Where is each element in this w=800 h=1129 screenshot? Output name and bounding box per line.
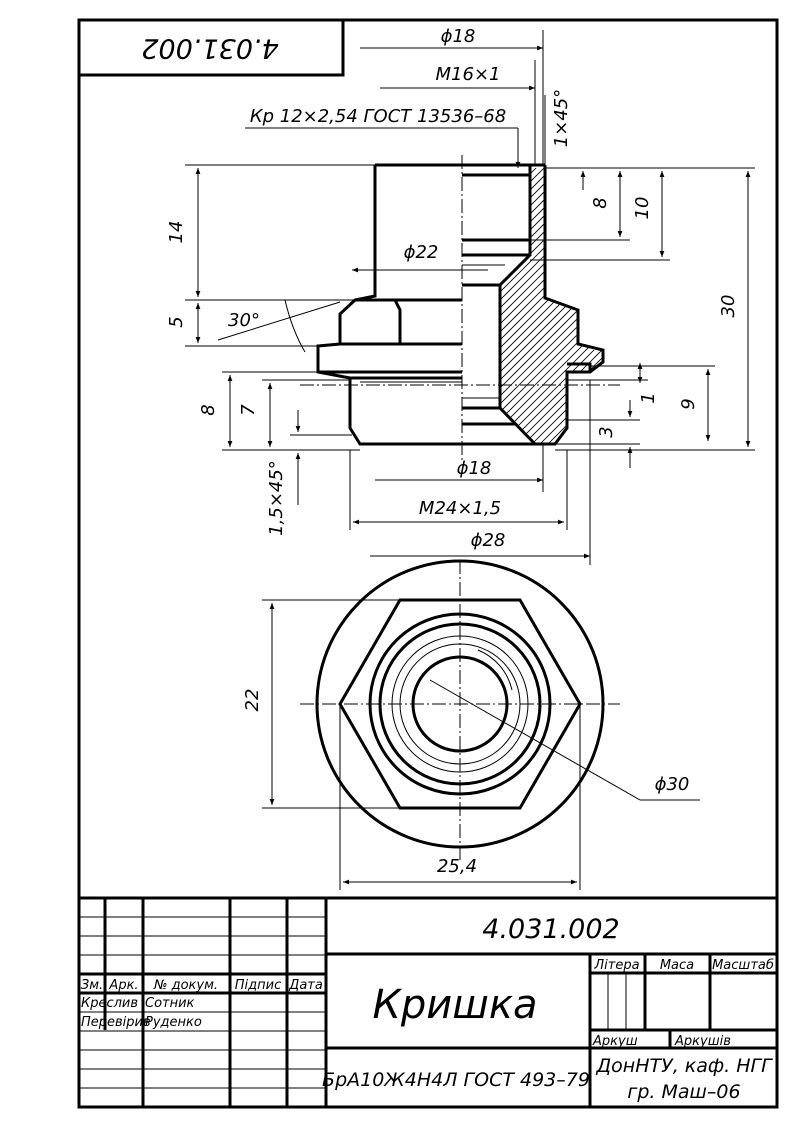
dim-v30: 30	[718, 295, 739, 318]
col-header-data: Дата	[288, 978, 323, 993]
hatch-line	[500, 168, 603, 444]
dim-d30: ϕ30	[655, 774, 690, 795]
hatch-line	[764, 160, 800, 460]
top-view	[300, 559, 620, 860]
hatch-line	[500, 168, 603, 444]
hatch-line	[500, 168, 603, 444]
hatch-line	[500, 168, 603, 444]
dim-v14: 14	[166, 221, 187, 244]
hatch-line	[500, 168, 603, 444]
hatch-line	[500, 168, 603, 444]
hatch-line	[500, 168, 603, 444]
hatch-line	[500, 168, 593, 444]
dim-d18-top: ϕ18	[441, 26, 476, 47]
corner-code-box: 4.031.002	[77, 18, 345, 77]
drawing-frame	[77, 18, 779, 1109]
front-view-dimensions: ϕ18 M16×1 Кр 12×2,54 ГОСТ 13536–68 1×45°…	[166, 26, 755, 565]
hatch-line	[500, 168, 603, 444]
material: БрА10Ж4Н4Л ГОСТ 493–79	[322, 1069, 590, 1091]
title-block: Зм. Арк. № докум. Підпис Дата Креслив Со…	[79, 896, 777, 1107]
hatch-line	[700, 160, 800, 460]
hatch-line	[500, 168, 561, 444]
section-hatching	[180, 160, 800, 460]
hatch-line	[500, 168, 603, 444]
dim-v7: 7	[238, 404, 259, 416]
col-header-doc: № докум.	[153, 978, 218, 993]
org-line-1: ДонНТУ, каф. НГГ	[595, 1055, 773, 1077]
front-view	[180, 155, 800, 460]
row-checker-label: Перевірив	[81, 1015, 151, 1030]
hatch-line	[500, 168, 585, 444]
hatch-line	[500, 168, 603, 444]
dim-v22: 22	[242, 689, 263, 712]
dim-d22: ϕ22	[404, 242, 439, 263]
col-header-pidpys: Підпис	[235, 978, 281, 993]
dim-v1: 1	[638, 392, 659, 403]
dim-d18-bottom: ϕ18	[457, 458, 492, 479]
dim-v9: 9	[678, 398, 699, 409]
label-litera: Літера	[593, 958, 639, 973]
corner-code-text: 4.031.002	[141, 33, 278, 64]
hatch-line	[180, 160, 480, 460]
hatch-line	[515, 168, 603, 444]
hatch-line	[628, 160, 800, 460]
hatch-line	[595, 168, 603, 444]
dim-w254: 25,4	[437, 856, 477, 877]
label-masshtab: Масштаб	[712, 958, 774, 973]
hatch-line	[740, 160, 800, 460]
hatch-line	[500, 168, 521, 444]
dim-kr: Кр 12×2,54 ГОСТ 13536–68	[250, 106, 506, 127]
hatch-line	[500, 168, 603, 444]
hatch-line	[500, 168, 603, 444]
hatch-line	[500, 168, 529, 444]
dim-ang30: 30°	[228, 310, 260, 331]
hatch-line	[500, 168, 603, 444]
dim-ch1x45: 1×45°	[551, 89, 572, 147]
row-designer-label: Креслив	[81, 996, 138, 1011]
hatch-line	[500, 168, 603, 444]
dim-v5: 5	[166, 316, 187, 327]
label-masa: Маса	[660, 958, 694, 973]
hatch-line	[500, 168, 537, 444]
hatch-line	[500, 168, 603, 444]
dim-m24: M24×1,5	[419, 498, 501, 519]
part-name: Кришка	[372, 982, 537, 1028]
hatch-line	[507, 168, 603, 444]
hatch-line	[547, 168, 603, 444]
hatch-line	[500, 168, 603, 444]
dim-v8-right: 8	[590, 197, 611, 208]
dim-v8-left: 8	[198, 404, 219, 415]
hatch-line	[684, 160, 800, 460]
row-checker-name: Руденко	[145, 1015, 202, 1030]
hatch-line	[500, 168, 603, 444]
col-header-ark: Арк.	[108, 978, 138, 993]
hatch-line	[500, 168, 603, 444]
label-arkush: Аркуш	[592, 1034, 638, 1049]
dim-v3: 3	[596, 426, 617, 437]
dim-ch15x45: 1,5×45°	[266, 460, 287, 536]
col-header-zm: Зм.	[81, 978, 103, 993]
dim-m16: M16×1	[436, 64, 501, 85]
org-line-2: гр. Маш–06	[627, 1081, 740, 1103]
hatch-line	[579, 168, 603, 444]
title-block-code: 4.031.002	[482, 914, 619, 945]
dim-v10: 10	[632, 197, 653, 220]
top-view-dimensions: 22 ϕ30 25,4	[242, 599, 700, 890]
dim-d28: ϕ28	[471, 530, 506, 551]
hatch-line	[531, 168, 603, 444]
hatch-line	[748, 160, 800, 460]
hatch-line	[500, 168, 603, 444]
label-arkushiv: Аркушів	[674, 1034, 731, 1049]
row-designer-name: Сотник	[145, 996, 195, 1011]
hatch-line	[732, 160, 800, 460]
